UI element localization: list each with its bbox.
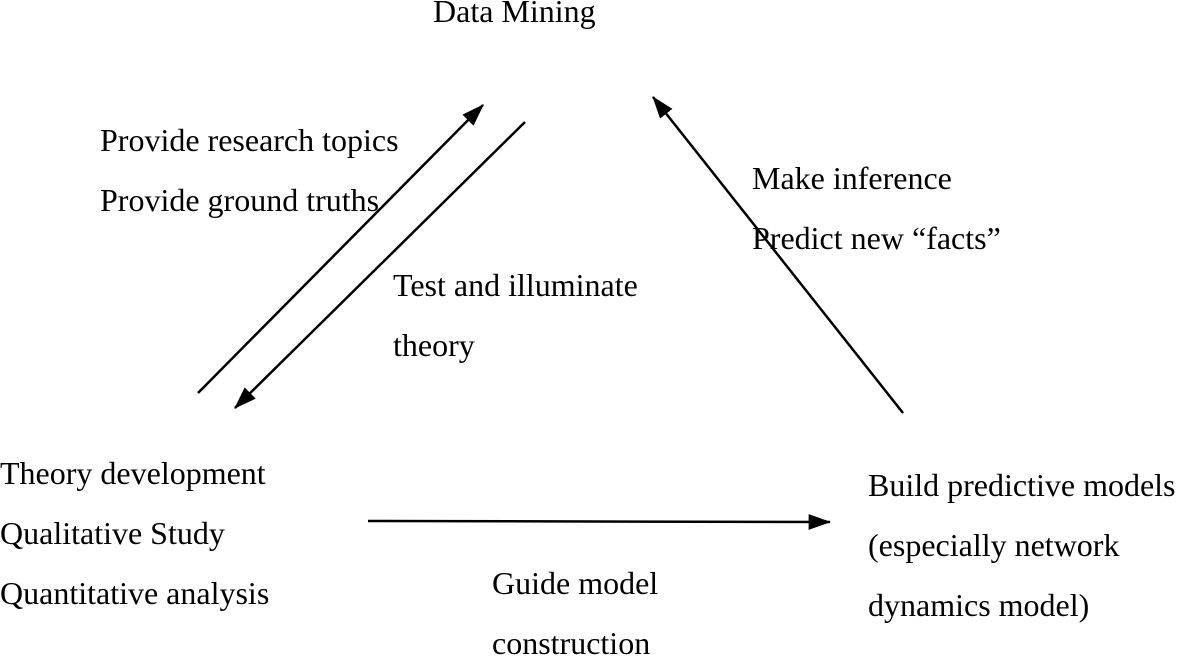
arrow-models-to-datamining	[652, 96, 904, 414]
edge-label-test-line1: Test and illuminate	[393, 267, 638, 303]
edge-label-test: Test and illuminate theory	[393, 255, 638, 375]
edge-label-guide-line2: construction	[492, 625, 651, 660]
arrow-datamining-to-theory	[234, 121, 526, 409]
edge-label-provide-line1: Provide research topics	[100, 122, 399, 158]
node-theory-line1: Theory development	[0, 455, 266, 491]
node-models-line2: (especially network	[868, 527, 1120, 563]
node-theory-line3: Quantitative analysis	[0, 575, 270, 611]
node-theory: Theory development Qualitative Study Qua…	[0, 443, 269, 623]
node-models-line3: dynamics model)	[868, 587, 1090, 623]
arrow-theory-to-datamining	[197, 104, 484, 394]
edge-label-inference-line1: Make inference	[752, 160, 952, 196]
edge-label-inference: Make inference Predict new “facts”	[752, 148, 1001, 268]
node-data-mining-label: Data Mining	[433, 0, 596, 29]
node-data-mining: Data Mining	[433, 0, 596, 41]
node-models-line1: Build predictive models	[868, 467, 1176, 503]
edge-label-test-line2: theory	[393, 327, 475, 363]
edge-label-provide-line2: Provide ground truths	[100, 182, 380, 218]
edge-label-guide-line1: Guide model	[492, 565, 659, 601]
node-models: Build predictive models (especially netw…	[868, 455, 1176, 635]
edge-label-provide: Provide research topics Provide ground t…	[100, 110, 399, 230]
edge-label-guide: Guide model construction	[492, 553, 658, 660]
edge-label-inference-line2: Predict new “facts”	[752, 220, 1001, 256]
node-theory-line2: Qualitative Study	[0, 515, 225, 551]
arrow-theory-to-models	[367, 514, 832, 530]
